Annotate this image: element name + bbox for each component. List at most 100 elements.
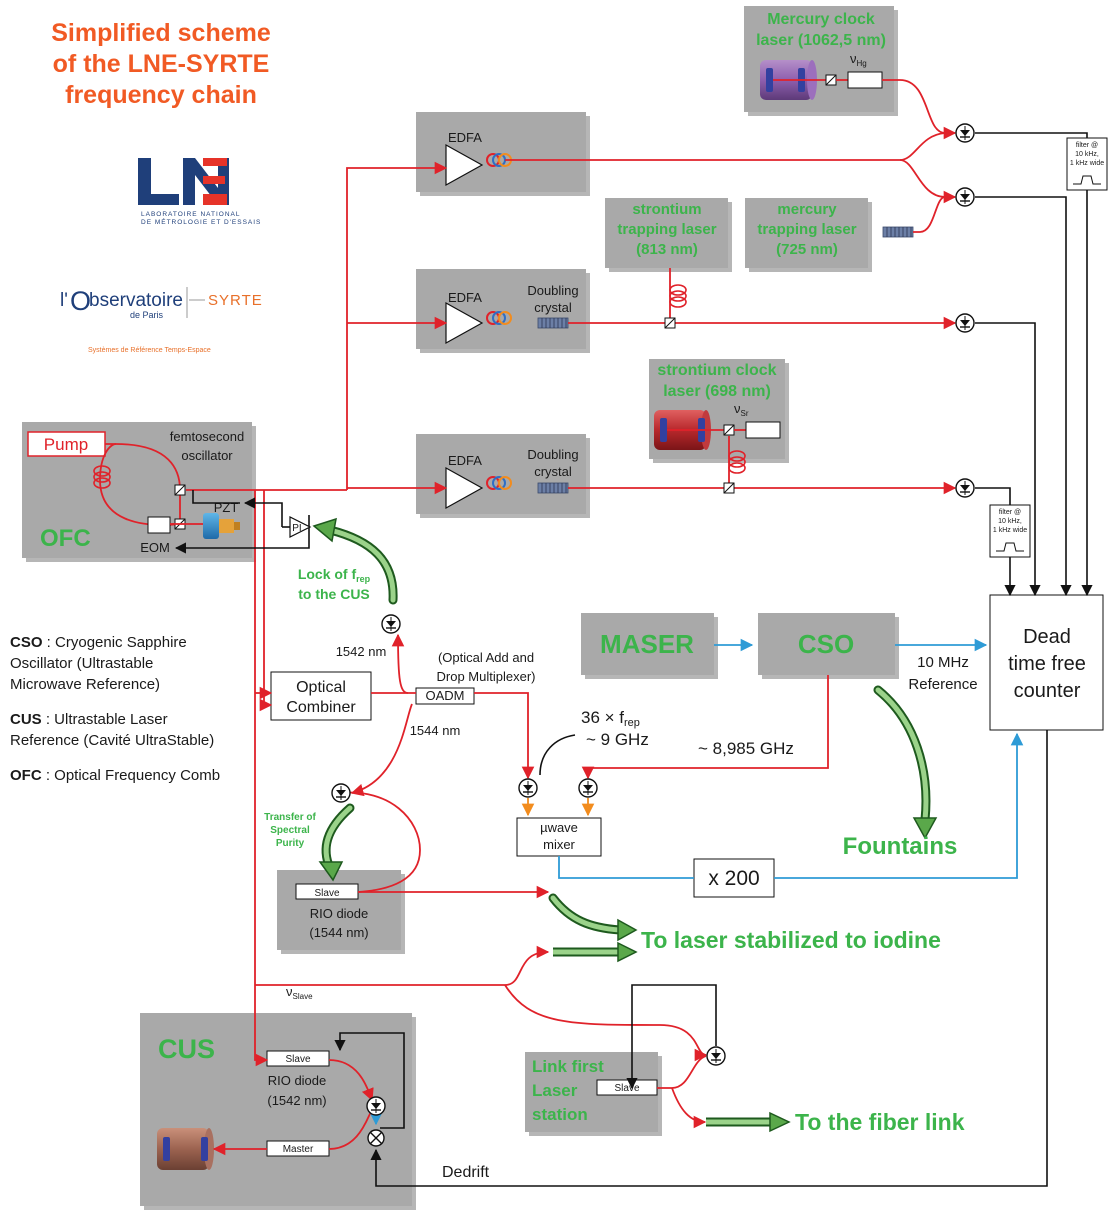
svg-text:mixer: mixer xyxy=(543,837,575,852)
fountains-label: Fountains xyxy=(843,833,958,860)
svg-text:Combiner: Combiner xyxy=(286,699,356,716)
svg-text:Reference: Reference xyxy=(908,676,977,693)
svg-text:counter: counter xyxy=(1014,680,1081,702)
eom-box xyxy=(147,516,171,534)
svg-text:~ 8,985 GHz: ~ 8,985 GHz xyxy=(698,739,794,758)
filter-bottom: filter @ 10 kHz, 1 kHz wide xyxy=(989,504,1031,558)
photodetector xyxy=(955,123,975,143)
svg-text:trapping laser: trapping laser xyxy=(617,221,716,238)
obs-name: bservatoire xyxy=(89,290,183,311)
edfa-box-1 xyxy=(416,112,586,192)
svg-text:Pump: Pump xyxy=(44,435,88,454)
photodetector xyxy=(578,778,598,798)
lock-arrow xyxy=(312,517,398,605)
title-line-2: of the LNE-SYRTE xyxy=(52,50,270,78)
mercury-clock-label-1: Mercury clock xyxy=(767,11,875,28)
cus-box xyxy=(140,1013,412,1206)
svg-text:strontium: strontium xyxy=(632,201,701,218)
svg-text:mercury: mercury xyxy=(777,201,837,218)
svg-text:~ 9 GHz: ~ 9 GHz xyxy=(586,730,649,749)
legend-cus: CUS : Ultrastable Laser Reference (Cavit… xyxy=(10,711,215,749)
edfa-box-2 xyxy=(416,269,586,349)
svg-text:crystal: crystal xyxy=(534,464,572,479)
abbreviation-legend: CSO : Cryogenic Sapphire Oscillator (Ult… xyxy=(10,632,225,800)
svg-text:laser (698 nm): laser (698 nm) xyxy=(663,383,771,400)
fiber-label: To the fiber link xyxy=(795,1109,965,1135)
observatoire-logo: l' O bservatoire de Paris SYRTE Systèmes… xyxy=(60,286,263,354)
rio-1544-box xyxy=(277,870,401,950)
svg-text:SYRTE: SYRTE xyxy=(208,292,263,309)
transfer-arrow xyxy=(318,803,355,882)
sr-trapping-box xyxy=(605,198,728,268)
svg-text:EDFA: EDFA xyxy=(448,453,482,468)
oadm-box xyxy=(415,687,475,705)
svg-text:femtosecond: femtosecond xyxy=(170,429,244,444)
svg-text:Drop Multiplexer): Drop Multiplexer) xyxy=(437,669,536,684)
cus-cavity xyxy=(157,1128,214,1170)
fountains-arrow xyxy=(873,685,938,840)
mercury-clock-label-2: laser (1062,5 nm) xyxy=(756,32,886,49)
hg-trapping-box xyxy=(745,198,868,268)
hg-reference-box xyxy=(847,71,883,89)
svg-text:Doubling: Doubling xyxy=(527,447,578,462)
svg-text:µwave: µwave xyxy=(540,820,578,835)
title-line-3: frequency chain xyxy=(65,81,257,109)
pi-controller xyxy=(289,516,312,538)
photodetector xyxy=(331,783,351,803)
multiplier-x200-box xyxy=(693,858,775,898)
iodine-arrow-2 xyxy=(553,941,638,963)
lock-label: Lock of frep xyxy=(298,566,371,584)
strontium-cavity xyxy=(654,410,724,450)
lne-logo: LABORATOIRE NATIONAL DE MÉTROLOGIE ET D'… xyxy=(138,158,260,226)
photodetector xyxy=(366,1096,386,1116)
svg-text:1 kHz wide: 1 kHz wide xyxy=(993,527,1027,534)
optical-combiner-box xyxy=(270,671,372,721)
cus-label: CUS xyxy=(158,1034,215,1064)
svg-text:Doubling: Doubling xyxy=(527,283,578,298)
svg-text:trapping laser: trapping laser xyxy=(757,221,856,238)
cso-box xyxy=(758,613,895,675)
svg-text:Transfer of: Transfer of xyxy=(264,812,316,823)
edfa-box-3 xyxy=(416,434,586,514)
svg-text:Dedrift: Dedrift xyxy=(442,1164,490,1181)
pump-box xyxy=(27,431,106,457)
photodetector xyxy=(955,478,975,498)
svg-text:crystal: crystal xyxy=(534,300,572,315)
svg-text:Laser: Laser xyxy=(532,1081,578,1100)
diagram-title: Simplified scheme of the LNE-SYRTE frequ… xyxy=(20,18,302,111)
svg-text:EOM: EOM xyxy=(140,540,170,555)
svg-text:de Paris: de Paris xyxy=(130,310,164,320)
svg-text:PI: PI xyxy=(292,523,301,534)
svg-text:10 MHz: 10 MHz xyxy=(917,654,969,671)
iodine-label: To laser stabilized to iodine xyxy=(641,927,941,953)
svg-text:Purity: Purity xyxy=(276,838,305,849)
dead-time-free-counter xyxy=(989,594,1104,731)
svg-text:time free: time free xyxy=(1008,653,1086,675)
svg-text:Optical: Optical xyxy=(296,679,346,696)
svg-text:10 kHz,: 10 kHz, xyxy=(1075,151,1099,158)
svg-text:EDFA: EDFA xyxy=(448,290,482,305)
svg-text:Systèmes de Référence Temps-Es: Systèmes de Référence Temps-Espace xyxy=(88,347,211,354)
nu-sr: νSr xyxy=(734,401,749,418)
svg-text:Link first: Link first xyxy=(532,1057,604,1076)
svg-text:RIO diode: RIO diode xyxy=(310,906,369,921)
ofc-label: OFC xyxy=(40,525,91,552)
svg-text:filter @: filter @ xyxy=(999,509,1021,516)
svg-text:l': l' xyxy=(60,290,68,311)
svg-text:Spectral: Spectral xyxy=(270,825,310,836)
svg-text:EDFA: EDFA xyxy=(448,130,482,145)
photodetector xyxy=(955,187,975,207)
svg-text:x 200: x 200 xyxy=(708,867,759,890)
cus-mixer xyxy=(367,1129,385,1147)
svg-text:(1542 nm): (1542 nm) xyxy=(267,1093,326,1108)
title-line-1: Simplified scheme xyxy=(51,19,271,47)
svg-text:(Optical Add and: (Optical Add and xyxy=(438,650,534,665)
filter-top: filter @ 10 kHz, 1 kHz wide xyxy=(1066,137,1108,191)
lne-sub-1: LABORATOIRE NATIONAL xyxy=(141,211,240,218)
fiber-arrow xyxy=(706,1111,791,1133)
svg-text:Master: Master xyxy=(283,1144,314,1155)
cso-label: CSO xyxy=(798,629,854,659)
nu-hg: νHg xyxy=(850,51,867,68)
svg-text:station: station xyxy=(532,1105,588,1124)
